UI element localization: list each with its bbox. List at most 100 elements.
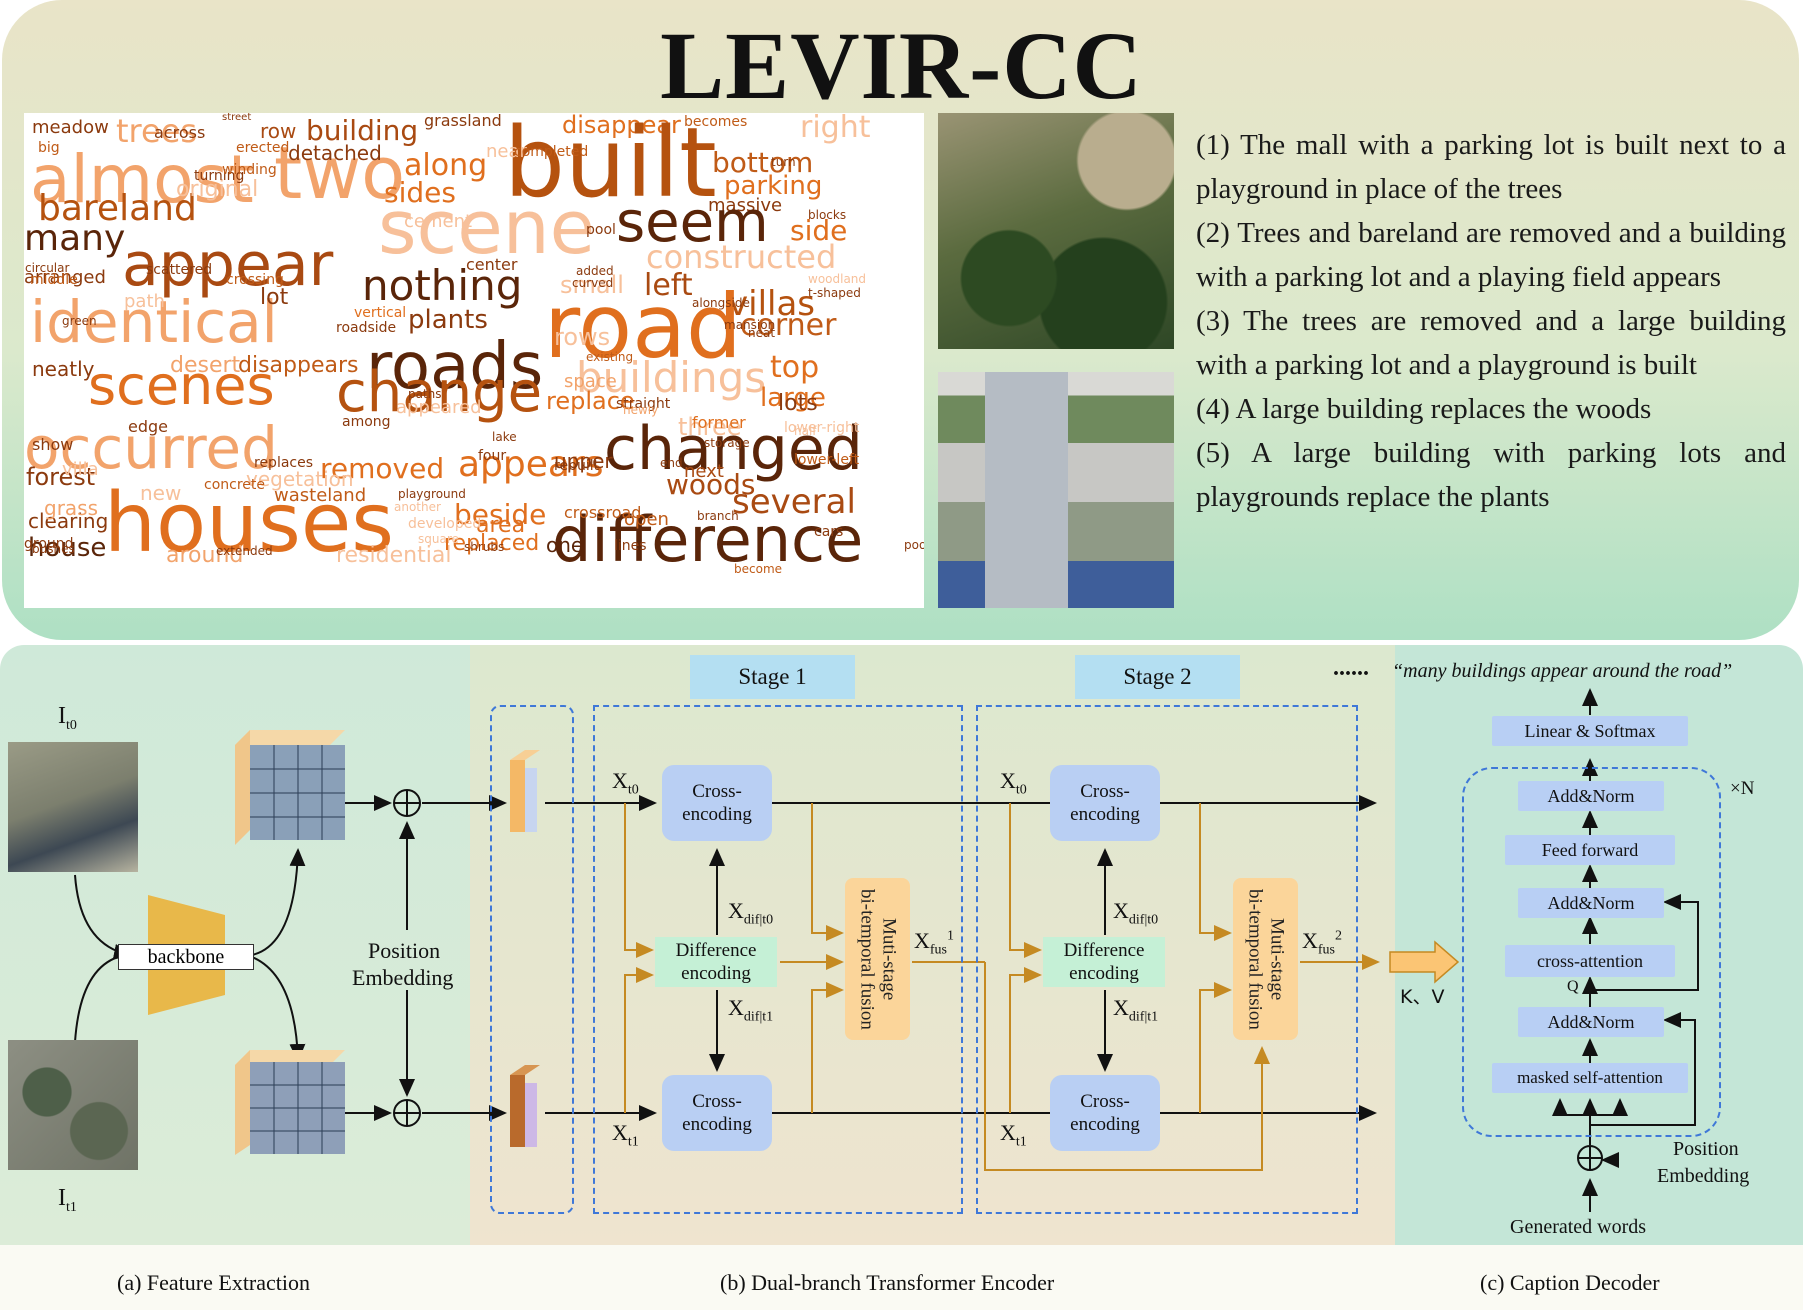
word-cloud-word: becomes <box>684 114 748 130</box>
word-cloud-word: roads <box>366 330 544 404</box>
word-cloud-word: neatly <box>32 357 95 381</box>
stage2-label: Stage 2 <box>1075 655 1240 699</box>
word-cloud-word: big <box>38 140 60 156</box>
word-cloud-word: grass <box>44 496 99 520</box>
word-cloud-word: crossing <box>226 272 284 288</box>
word-cloud-word: massive <box>708 195 783 216</box>
word-cloud-word: woodland <box>808 272 867 286</box>
word-cloud-word: house <box>28 533 107 563</box>
cross-encoding-box-s2-t0: Cross-encoding <box>1050 765 1160 841</box>
word-cloud-word: crossroad <box>564 503 642 522</box>
word-cloud-word: near <box>486 141 527 162</box>
satellite-image-before <box>938 113 1174 349</box>
word-cloud-word: left <box>644 268 693 303</box>
word-cloud-word: mansion <box>724 318 776 332</box>
word-cloud-word: cars <box>814 524 844 540</box>
word-cloud-word: erected <box>236 140 290 156</box>
word-cloud-word: rebuilt <box>554 458 600 474</box>
word-cloud-word: circular <box>25 261 70 275</box>
input-image-t1 <box>8 1040 138 1170</box>
word-cloud-word: alongside <box>692 296 750 310</box>
word-cloud-word: new <box>140 481 182 505</box>
word-cloud-word: developed <box>408 516 482 532</box>
word-cloud-word: end <box>660 456 683 470</box>
stage1-label: Stage 1 <box>690 655 855 699</box>
word-cloud-word: meadow <box>32 117 109 138</box>
word-cloud-word: lots <box>778 391 818 416</box>
word-cloud-word: woods <box>666 468 756 501</box>
word-cloud-word: blocks <box>808 208 847 222</box>
position-embedding-label-line1: Position <box>368 938 441 963</box>
label-x-fus-1: Xfus1 <box>914 928 955 958</box>
word-cloud-word: scenes <box>88 354 275 417</box>
ellipsis: ...... <box>1333 655 1369 681</box>
word-cloud-word: rows <box>554 323 611 351</box>
word-cloud-word: forest <box>26 463 96 491</box>
word-cloud-word: small <box>560 271 624 299</box>
add-norm-box-middle: Add&Norm <box>1518 888 1664 918</box>
satellite-image-after <box>938 372 1174 608</box>
word-cloud-word: disappear <box>562 113 681 139</box>
word-cloud-word: next <box>684 461 724 482</box>
word-cloud-word: added <box>576 264 614 278</box>
word-cloud-word: newly <box>623 403 659 417</box>
word-cloud-word: edge <box>128 417 168 436</box>
word-cloud-word: square <box>418 532 459 546</box>
word-cloud-word: buildings <box>576 353 767 402</box>
word-cloud-word: branch <box>697 509 739 523</box>
word-cloud-word: corner <box>740 308 837 343</box>
cross-encoding-box-s2-t1: Cross-encoding <box>1050 1075 1160 1151</box>
decoder-layer-border <box>1462 767 1721 1137</box>
word-cloud-word: one <box>546 533 584 557</box>
word-cloud-word: space <box>564 371 617 392</box>
word-cloud-word: storage <box>704 436 750 450</box>
word-cloud-word: constructed <box>646 238 837 276</box>
output-caption: “many buildings appear around the road” <box>1392 660 1733 682</box>
feed-forward-box: Feed forward <box>1505 835 1675 865</box>
input-image-t0 <box>8 742 138 872</box>
word-cloud-word: scene <box>378 185 596 271</box>
word-cloud-word: street <box>222 113 252 123</box>
word-cloud-word: cement <box>404 211 473 232</box>
caption-item: (1) The mall with a parking lot is built… <box>1196 129 1786 205</box>
page-title: LEVIR-CC <box>660 12 1143 119</box>
word-cloud-word: half <box>794 424 817 438</box>
word-cloud-word: villa <box>62 459 99 480</box>
word-cloud-word: top <box>770 350 820 385</box>
word-cloud-word: several <box>732 482 856 522</box>
word-cloud-word: villas <box>728 284 816 324</box>
word-cloud-word: lines <box>614 538 647 554</box>
word-cloud-word: lower-left <box>794 452 860 468</box>
word-cloud-word: t-shaped <box>808 286 861 300</box>
word-cloud-word: around <box>166 543 244 568</box>
word-cloud-word: among <box>342 414 391 430</box>
word-cloud-word: winding <box>222 162 277 178</box>
token-stack-t0 <box>510 750 540 832</box>
word-cloud-word: ground <box>24 536 74 552</box>
word-cloud-word: area <box>476 513 526 538</box>
word-cloud-word: scattered <box>146 262 213 278</box>
word-cloud-word: open <box>624 509 669 530</box>
stage1-border <box>593 705 963 1214</box>
add-norm-box-top: Add&Norm <box>1518 781 1664 811</box>
word-cloud-word: lot <box>260 285 289 310</box>
input-label-t1: It1 <box>58 1185 77 1215</box>
word-cloud-word: roadside <box>336 320 397 336</box>
word-cloud-word: existing <box>586 350 634 364</box>
word-cloud-word: straight <box>616 396 671 412</box>
word-cloud-word: replace <box>546 387 635 415</box>
word-cloud-word: disappears <box>238 353 359 378</box>
input-label-t0: It0 <box>58 703 77 733</box>
word-cloud-word: bareland <box>38 188 197 229</box>
token-group-border <box>490 705 574 1214</box>
word-cloud-word: building <box>306 114 419 147</box>
word-cloud-word: appears <box>458 444 604 485</box>
kv-label: K、V <box>1400 986 1445 1008</box>
word-cloud-word: neat <box>748 326 776 340</box>
word-cloud-word: arranged <box>24 267 106 288</box>
word-cloud-word: change <box>336 360 543 425</box>
stage2-border <box>976 705 1358 1214</box>
